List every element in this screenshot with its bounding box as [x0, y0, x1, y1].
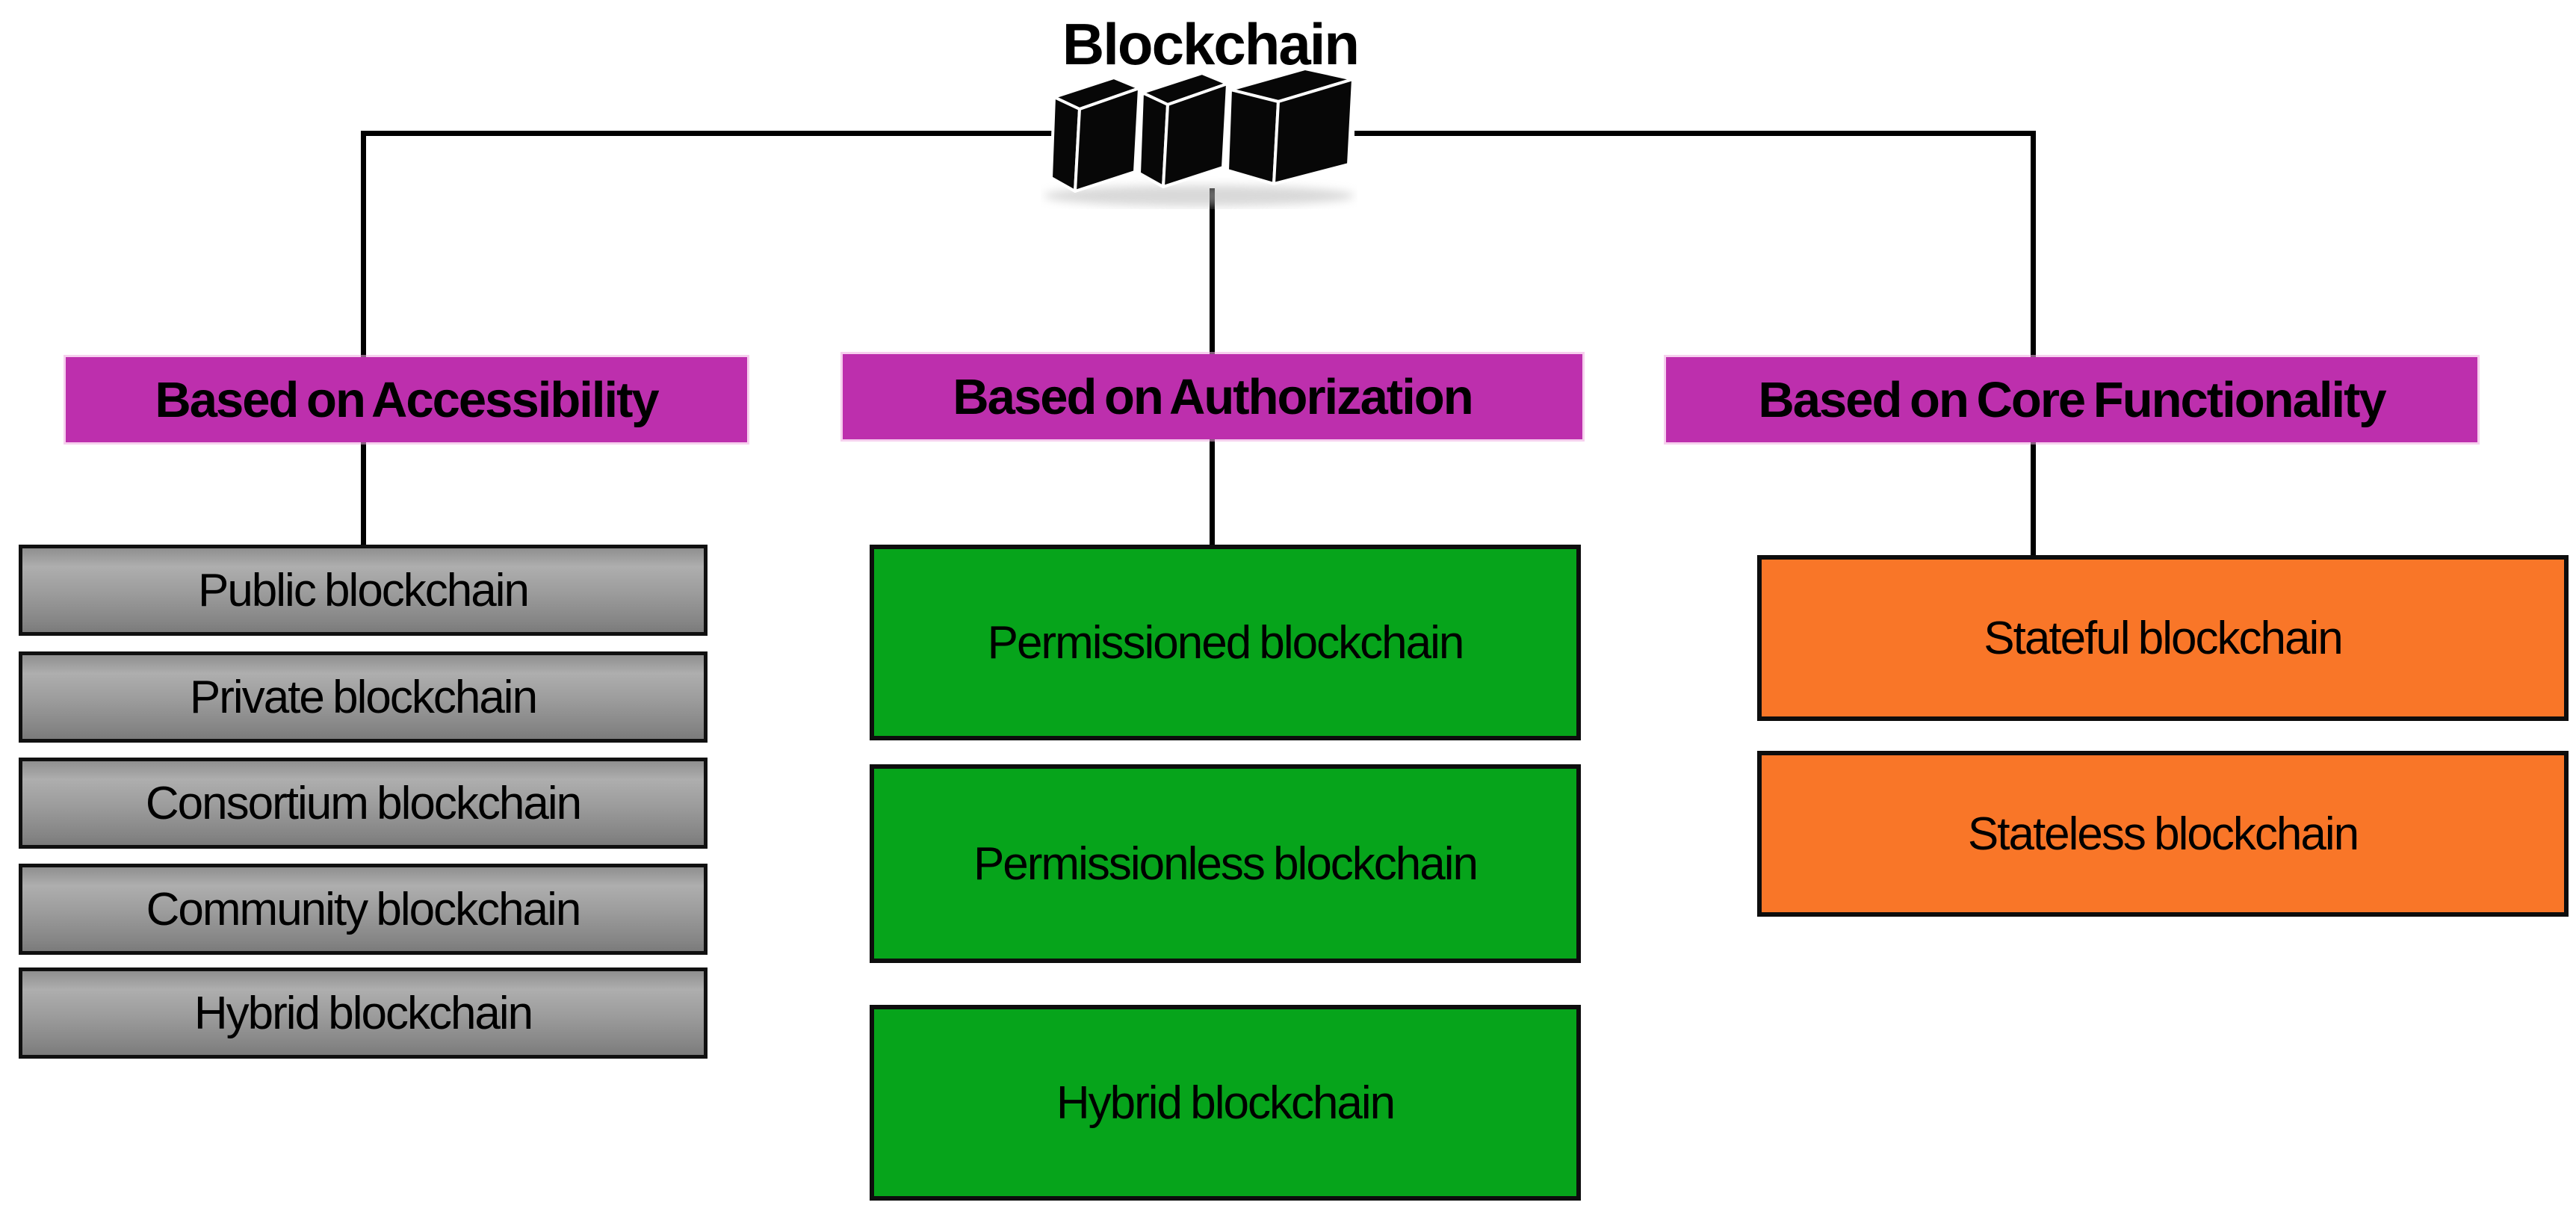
node-label: Permissionless blockchain: [973, 837, 1479, 890]
node-label: Private blockchain: [189, 671, 538, 723]
node-label: Community blockchain: [146, 883, 582, 935]
connector-stub-middle: [1210, 438, 1215, 547]
node-permissioned-blockchain: Permissioned blockchain: [870, 545, 1581, 740]
node-community-blockchain: Community blockchain: [19, 864, 708, 955]
connector-drop-right: [2031, 131, 2036, 359]
connector-drop-middle: [1210, 188, 1215, 359]
node-label: Hybrid blockchain: [193, 987, 533, 1039]
node-hybrid-blockchain-authorization: Hybrid blockchain: [870, 1005, 1581, 1201]
connector-stub-left: [361, 442, 366, 547]
connector-drop-left: [361, 131, 366, 359]
node-label: Stateless blockchain: [1967, 808, 2359, 860]
blockchain-blocks-icon: [1044, 67, 1354, 206]
connector-stub-right: [2031, 441, 2036, 559]
node-public-blockchain: Public blockchain: [19, 545, 708, 636]
node-label: Stateful blockchain: [1984, 612, 2343, 664]
node-label: Hybrid blockchain: [1056, 1077, 1396, 1129]
category-header-accessibility: Based on Accessibility: [66, 357, 747, 442]
root-node-title: Blockchain: [1062, 11, 1360, 77]
connector-top-right: [1354, 131, 2036, 136]
connector-top-left: [361, 131, 1054, 136]
node-label: Consortium blockchain: [145, 777, 582, 829]
node-private-blockchain: Private blockchain: [19, 651, 708, 743]
node-stateful-blockchain: Stateful blockchain: [1757, 555, 2569, 721]
node-label: Permissioned blockchain: [987, 616, 1465, 669]
node-stateless-blockchain: Stateless blockchain: [1757, 751, 2569, 917]
node-permissionless-blockchain: Permissionless blockchain: [870, 764, 1581, 963]
category-header-authorization: Based on Authorization: [843, 354, 1582, 439]
node-consortium-blockchain: Consortium blockchain: [19, 758, 708, 849]
category-label: Based on Accessibility: [155, 371, 659, 428]
category-header-core-functionality: Based on Core Functionality: [1666, 357, 2477, 442]
category-label: Based on Core Functionality: [1758, 371, 2386, 428]
node-hybrid-blockchain-accessibility: Hybrid blockchain: [19, 967, 708, 1059]
node-label: Public blockchain: [197, 564, 530, 616]
category-label: Based on Authorization: [953, 368, 1473, 425]
